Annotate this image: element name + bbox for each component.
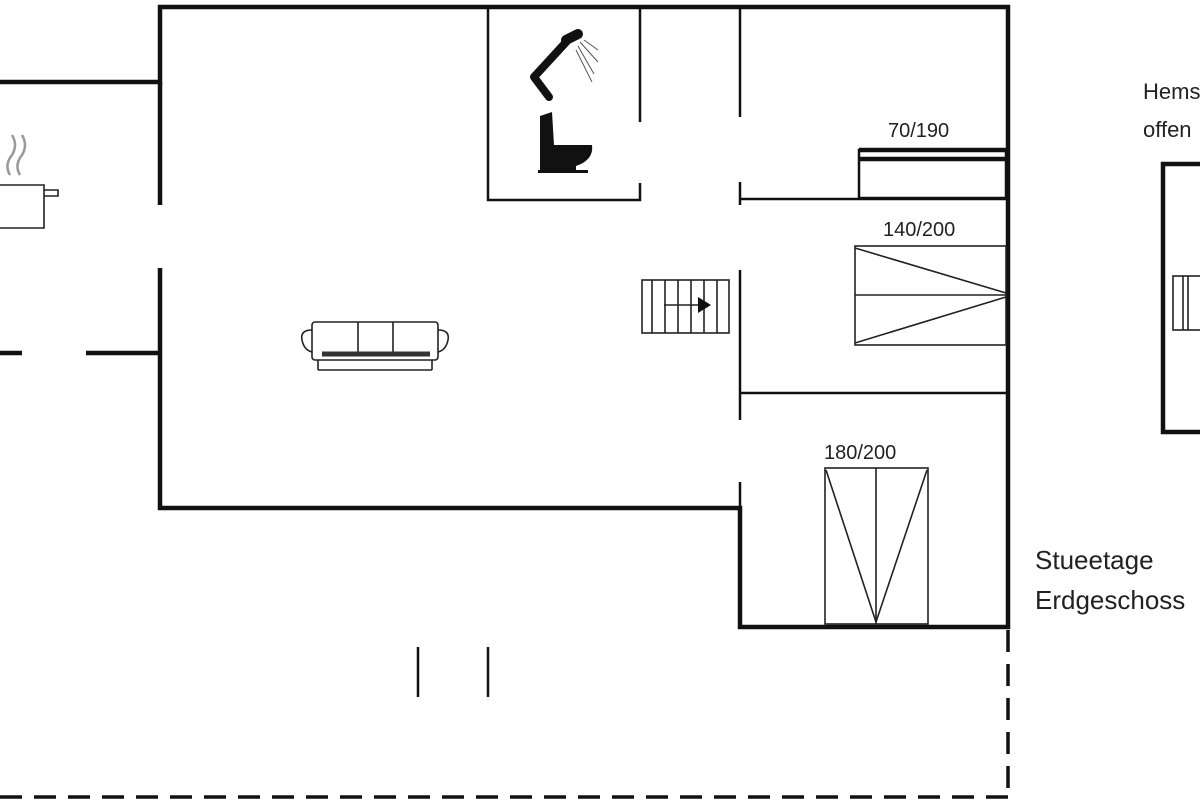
bed-140-200: 140/200 <box>854 219 1007 346</box>
loft-label: Hems <box>1143 79 1200 104</box>
bed-70-190: 70/190 <box>857 120 1008 200</box>
toilet-icon <box>538 112 593 173</box>
outer-walls <box>0 4 1011 800</box>
bed-label: 70/190 <box>888 120 949 142</box>
bed-label: 140/200 <box>883 219 955 241</box>
loft-area: Hems offen <box>1143 79 1200 435</box>
sofa-icon <box>300 321 450 371</box>
interior-walls <box>486 7 1006 510</box>
stairs-icon <box>641 279 730 334</box>
shower-icon <box>530 29 599 101</box>
kitchen-pot-icon <box>0 134 59 229</box>
bed-180-200: 180/200 <box>824 442 929 625</box>
loft-label: offen <box>1143 117 1192 142</box>
floor-label: Erdgeschoss <box>1035 585 1185 615</box>
floor-label: Stueetage <box>1035 545 1154 575</box>
bed-label: 180/200 <box>824 442 896 464</box>
